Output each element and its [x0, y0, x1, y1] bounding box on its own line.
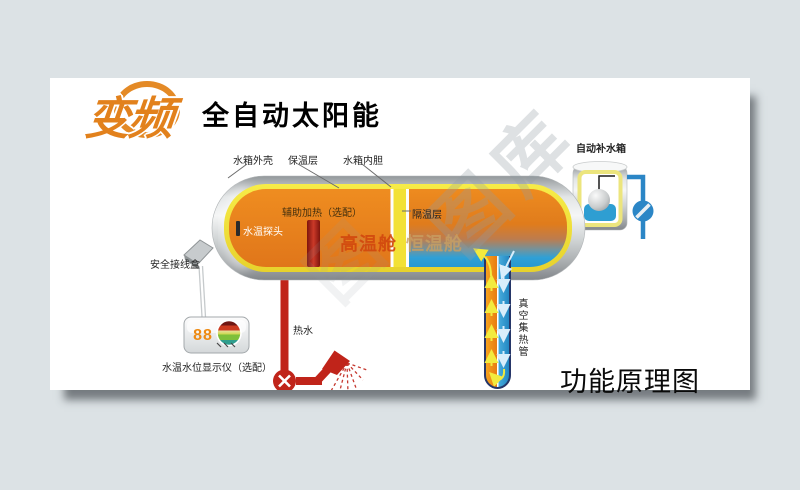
poster-panel: 变频 全自动太阳能 — [50, 78, 750, 397]
temp-probe-icon — [236, 221, 240, 236]
solar-heater-diagram: 88 — [183, 161, 654, 390]
float-arm — [598, 175, 615, 190]
temp-level-display: 88 — [183, 316, 250, 354]
leader-lines — [227, 163, 411, 212]
shower-head-icon — [322, 350, 350, 375]
display-buttons — [216, 342, 236, 348]
label-inner-liner: 水箱内胆 — [343, 156, 383, 167]
thermal-divider — [393, 189, 406, 267]
label-vacuum-tube: 真空集热管 — [516, 298, 527, 358]
cold-flow-arrows — [496, 250, 515, 368]
label-display-unit: 水温水位显示仪（选配） — [162, 363, 272, 374]
label-thermal-divider: 隔温层 — [412, 210, 442, 221]
label-temp-probe: 水温探头 — [243, 227, 283, 238]
label-tank-shell: 水箱外壳 — [233, 156, 273, 167]
page-title: 全自动太阳能 — [202, 101, 382, 131]
label-refill-tank: 自动补水箱 — [576, 144, 626, 155]
aux-heating-rod — [307, 220, 320, 267]
auto-refill-tank — [572, 161, 654, 239]
brand-ring-icon — [114, 81, 180, 138]
label-aux-heating: 辅助加热（选配） — [282, 208, 362, 219]
safety-junction-box — [183, 239, 214, 269]
float-ball-icon — [588, 189, 610, 211]
cold-inlet-pipe — [627, 174, 654, 239]
vacuum-collector-tube — [473, 248, 515, 389]
display-cable — [198, 265, 207, 318]
shower-spray — [330, 362, 368, 390]
hot-water-pipe — [273, 274, 368, 390]
water-tank — [211, 175, 586, 281]
label-junction-box: 安全接线盒 — [150, 260, 200, 271]
diagram-caption: 功能原理图 — [560, 367, 700, 397]
label-hot-chamber: 高温舱 — [340, 234, 397, 254]
hot-flow-arrows — [473, 248, 506, 387]
label-const-chamber: 恒温舱 — [406, 234, 463, 254]
label-insulation: 保温层 — [288, 156, 318, 167]
level-gauge-icon — [216, 319, 242, 347]
display-digits: 88 — [193, 327, 213, 344]
label-hot-water: 热水 — [293, 326, 313, 337]
